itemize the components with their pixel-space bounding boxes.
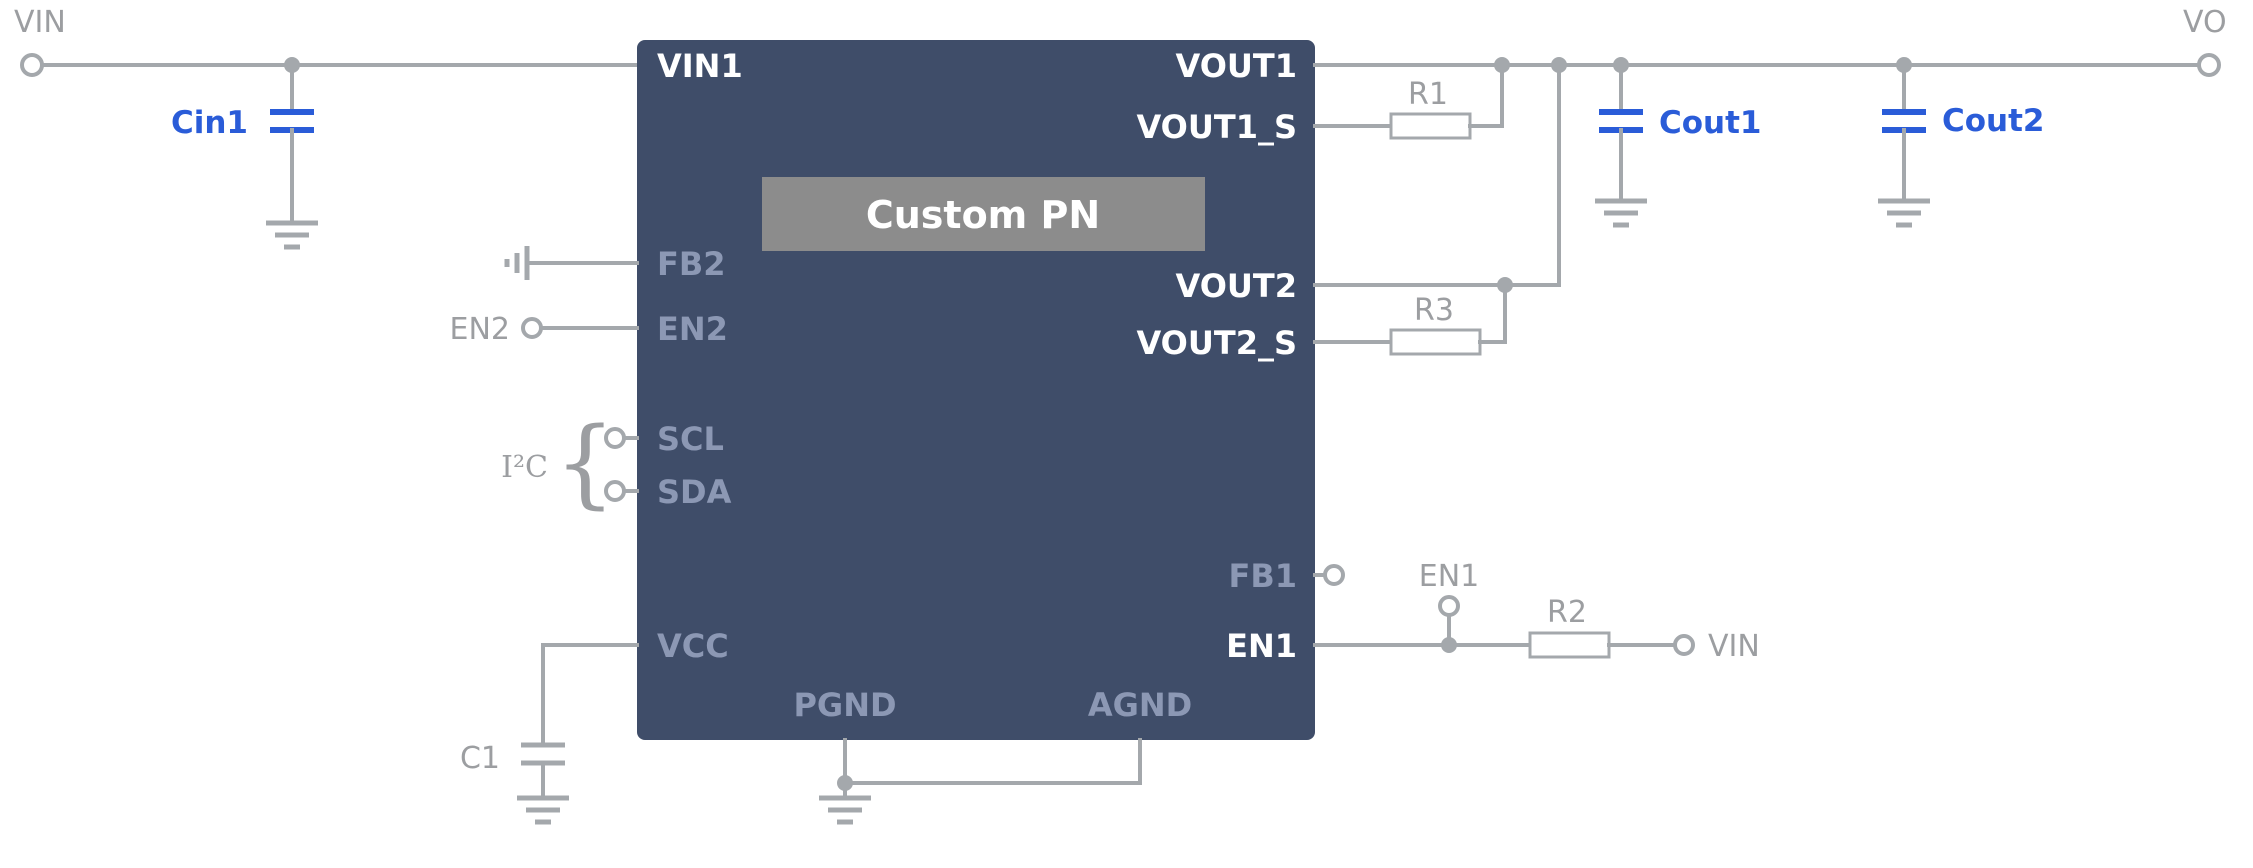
ground-icon — [819, 795, 871, 825]
en1-net: EN1 R2 VIN — [1313, 559, 1760, 664]
ground-icon — [1878, 198, 1930, 228]
capacitor-cout1[interactable]: Cout1 — [1599, 63, 1762, 203]
i2c-brace: { — [554, 407, 615, 519]
resistor-r3[interactable]: R3 — [1389, 293, 1482, 356]
ground-c1 — [517, 795, 569, 825]
junction-r1-rail — [1494, 57, 1510, 73]
cout1-label: Cout1 — [1659, 105, 1762, 141]
pin-pgnd: PGND — [793, 686, 896, 724]
vout2-net: R3 — [1313, 63, 1561, 356]
r2-label: R2 — [1547, 595, 1587, 630]
pin-sda: SDA — [657, 473, 732, 511]
r2-body — [1528, 631, 1611, 659]
cin1-label: Cin1 — [171, 105, 248, 141]
ground-cin1 — [266, 220, 318, 250]
gnd-net — [819, 738, 1142, 825]
r1-body — [1389, 112, 1472, 140]
r3-body — [1389, 328, 1482, 356]
vin-terminal[interactable] — [20, 53, 44, 77]
vout1-net: VO R1 Cout1 Cout2 — [1313, 5, 2227, 228]
pin-fb2: FB2 — [657, 245, 726, 283]
pin-vout2: VOUT2 — [1176, 267, 1297, 305]
wire-pgnd-agnd — [843, 738, 1142, 785]
vin-input-net: VIN Cin1 — [14, 5, 639, 250]
vin-en1-label: VIN — [1708, 629, 1760, 664]
vin-net-label: VIN — [14, 5, 66, 40]
c1-label: C1 — [460, 741, 500, 776]
scl-terminal[interactable] — [604, 427, 626, 449]
en2-net-label: EN2 — [450, 312, 510, 347]
fb1-net — [1313, 564, 1345, 586]
pin-fb1: FB1 — [1228, 557, 1297, 595]
wire-vout2s-right — [1478, 283, 1507, 344]
pin-en2: EN2 — [657, 310, 728, 348]
ic-body: Custom PN VIN1 VOUT1 VOUT1_S VOUT2 VOUT2… — [637, 40, 1315, 740]
fb2-ground-icon — [504, 246, 530, 280]
junction-pgnd — [837, 775, 853, 791]
fb1-terminal[interactable] — [1323, 564, 1345, 586]
en2-terminal[interactable] — [521, 317, 543, 339]
capacitor-c1[interactable]: C1 — [460, 741, 565, 776]
en1-net-label: EN1 — [1419, 559, 1479, 594]
pin-en1: EN1 — [1226, 627, 1297, 665]
ground-icon — [517, 795, 569, 825]
pin-vin1: VIN1 — [657, 47, 743, 85]
ground-pgnd — [819, 795, 871, 825]
r1-label: R1 — [1408, 77, 1448, 112]
r3-label: R3 — [1414, 293, 1454, 328]
pin-vcc: VCC — [657, 627, 729, 665]
resistor-r2[interactable]: R2 — [1528, 595, 1611, 659]
pin-scl: SCL — [657, 420, 724, 458]
pin-vout2-s: VOUT2_S — [1136, 324, 1297, 362]
wire-vout2 — [1313, 63, 1561, 287]
fb2-ground-bars — [504, 246, 530, 280]
ground-icon — [1595, 198, 1647, 228]
en1-terminal[interactable] — [1438, 595, 1460, 617]
i2c-net: I²C { — [501, 407, 639, 519]
pin-vout1: VOUT1 — [1176, 47, 1297, 85]
ground-icon — [266, 220, 318, 250]
sda-terminal[interactable] — [604, 480, 626, 502]
custom-pn-label: Custom PN — [866, 193, 1100, 237]
vin-en1-terminal[interactable] — [1673, 634, 1695, 656]
i2c-net-label: I²C — [501, 450, 548, 485]
custom-pn-box[interactable]: Custom PN — [762, 177, 1205, 251]
pin-vout1-s: VOUT1_S — [1136, 108, 1297, 146]
en2-net: EN2 — [450, 312, 639, 347]
capacitor-cin1[interactable]: Cin1 — [171, 63, 314, 225]
vout-net-label: VO — [2183, 5, 2227, 40]
pin-agnd: AGND — [1088, 686, 1192, 724]
resistor-r1[interactable]: R1 — [1389, 77, 1472, 140]
vcc-net: C1 — [460, 643, 639, 825]
custom-pn-rect — [762, 177, 1205, 251]
wire-vout1s-right — [1468, 63, 1504, 128]
capacitor-cout2[interactable]: Cout2 — [1882, 63, 2045, 203]
ground-cout1 — [1595, 198, 1647, 228]
ground-cout2 — [1878, 198, 1930, 228]
wire-vcc — [541, 643, 639, 747]
vout-terminal[interactable] — [2197, 53, 2221, 77]
cout2-label: Cout2 — [1942, 103, 2045, 139]
fb2-net — [504, 246, 639, 280]
